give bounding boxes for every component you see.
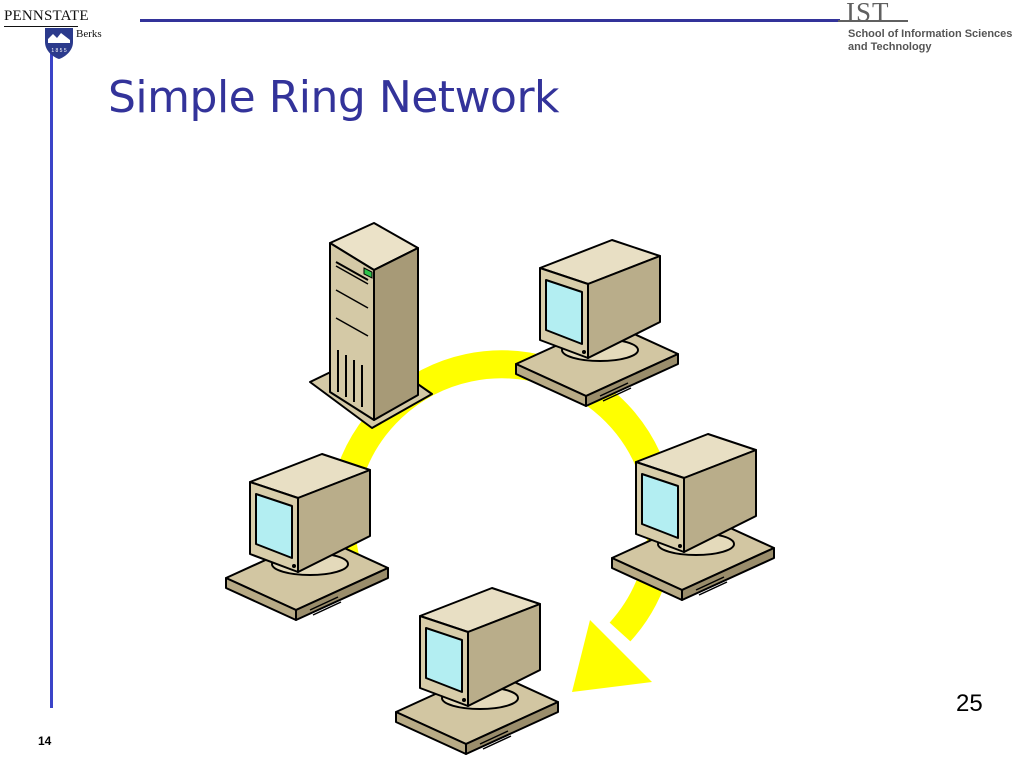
page-number: 25 <box>956 690 983 717</box>
ist-mark-line <box>838 20 908 22</box>
slide-title: Simple Ring Network <box>108 72 560 123</box>
pennstate-wordmark: PENNSTATE <box>4 8 89 24</box>
slide-number: 14 <box>38 734 52 748</box>
server-tower-icon <box>309 222 433 429</box>
ist-mark: IST <box>846 0 890 27</box>
header-rule <box>140 19 840 22</box>
ist-logo: IST School of Information Sciences and T… <box>838 0 1024 60</box>
left-accent-rule <box>50 46 53 708</box>
wordmark-underline <box>4 26 78 27</box>
ring-arrowhead <box>572 620 652 692</box>
shield-icon: 1 8 5 5 <box>45 28 73 59</box>
pennstate-berks-logo: PENNSTATE 1 8 5 5 Berks <box>4 2 134 60</box>
desktop-computer-icon <box>515 239 679 407</box>
ist-school-name-line2: and Technology <box>848 41 932 53</box>
svg-text:1 8 5 5: 1 8 5 5 <box>51 48 67 54</box>
ist-school-name: School of Information Sciences and Techn… <box>848 28 1012 54</box>
desktop-computer-icon <box>395 587 559 755</box>
campus-name: Berks <box>76 28 102 40</box>
ist-school-name-line1: School of Information Sciences <box>848 28 1013 40</box>
desktop-computer-icon <box>225 453 389 621</box>
